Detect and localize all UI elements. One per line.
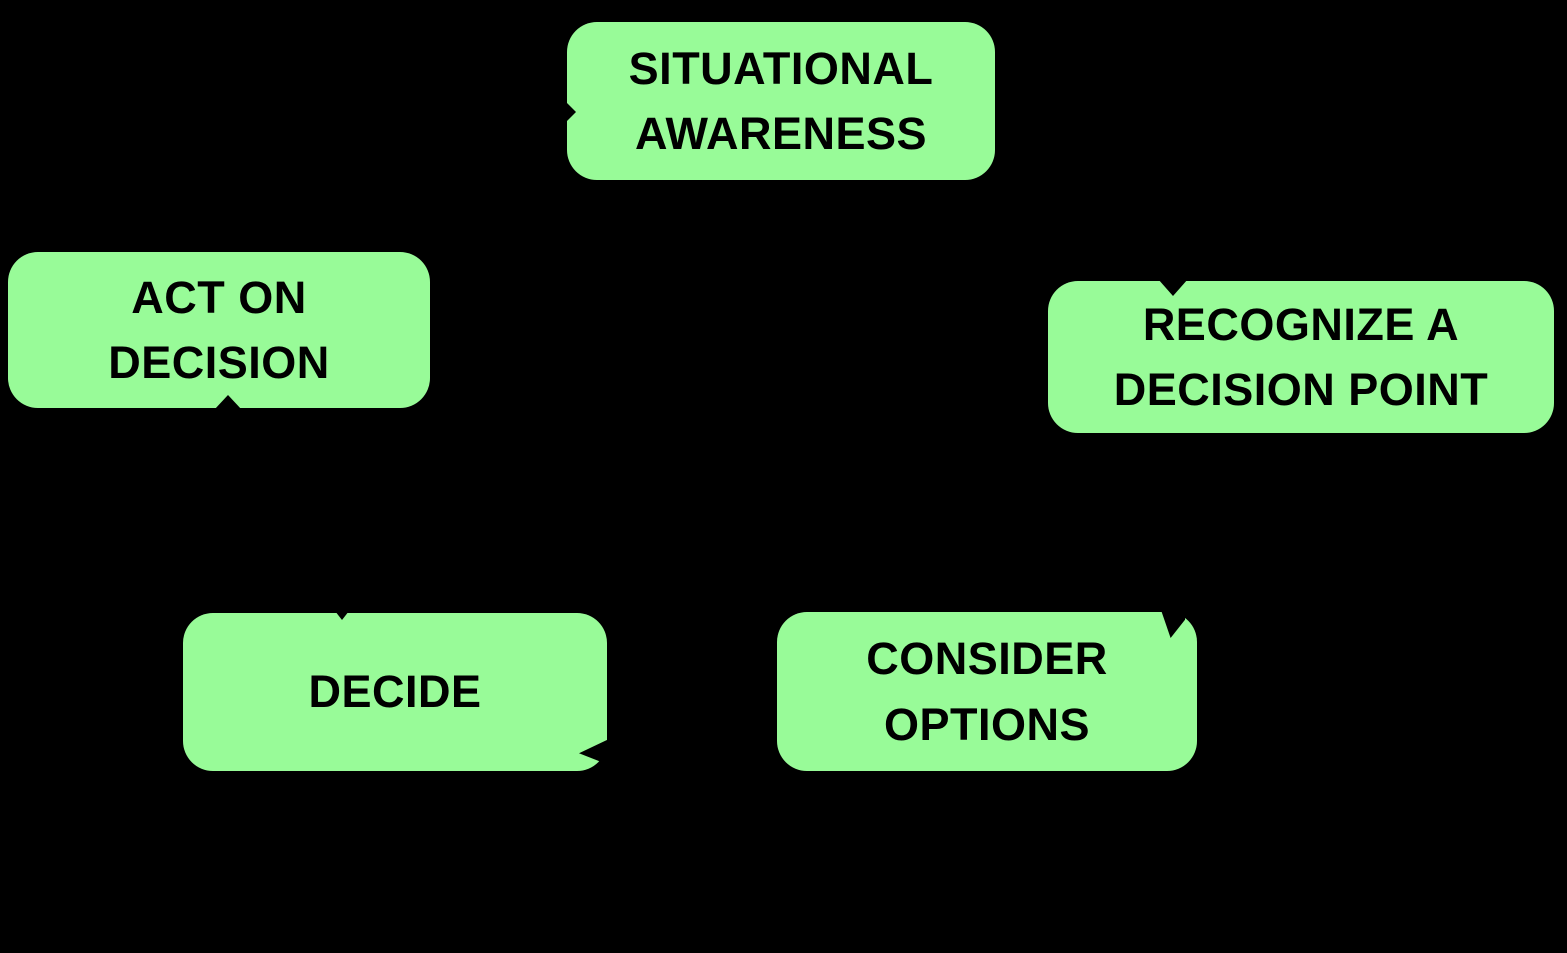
node-label: DECISION [108, 337, 330, 388]
node-label: DECIDE [308, 666, 482, 718]
arrowhead-icon [1161, 610, 1185, 638]
node-decide: DECIDE [183, 611, 609, 771]
arrowhead-icon [214, 395, 242, 410]
node-situational-awareness: SITUATIONAL AWARENESS [564, 22, 995, 180]
arrowhead-icon [335, 611, 349, 620]
node-act-on-decision: ACT ON DECISION [8, 252, 430, 410]
node-recognize-decision-point: RECOGNIZE A DECISION POINT [1048, 279, 1554, 433]
node-consider-options: CONSIDER OPTIONS [777, 610, 1197, 771]
node-label: RECOGNIZE A [1142, 298, 1460, 350]
node-label: OPTIONS [883, 698, 1091, 750]
node-label: SITUATIONAL [628, 42, 934, 94]
node-label: CONSIDER [866, 633, 1108, 685]
node-label: DECISION POINT [1113, 364, 1489, 415]
arrowhead-icon [579, 739, 609, 765]
arrowhead-icon [564, 100, 576, 124]
node-label: AWARENESS [634, 108, 928, 159]
node-label: ACT ON [131, 271, 307, 323]
